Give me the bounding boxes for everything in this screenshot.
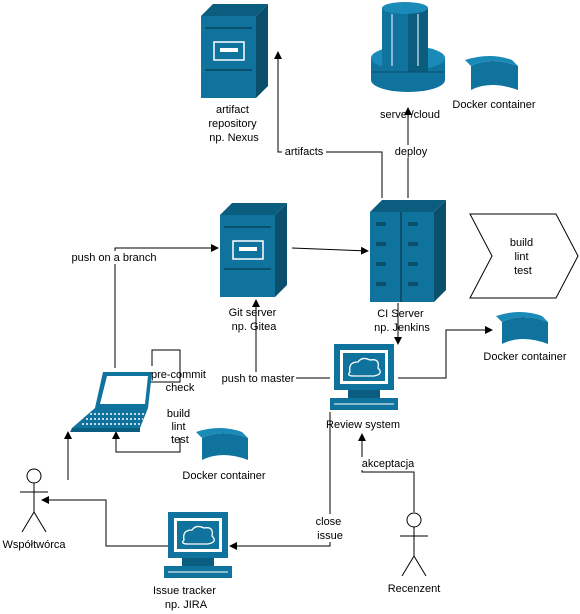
review-system-node: Review system (326, 344, 400, 431)
reviewer-node: Recenzent (388, 512, 441, 595)
review-system-label: Review system (326, 419, 400, 431)
docker-container-bottom-label: Docker container (182, 470, 265, 482)
docker-container-bottom-node: Docker container (182, 428, 266, 482)
edge-label-precommit: pre-commit check (151, 369, 209, 394)
actor-icon (20, 468, 48, 533)
edge-akceptacja (358, 433, 415, 512)
git-server-node: Git server np. Gitea (220, 203, 287, 333)
label-line: np. JIRA (165, 599, 208, 611)
label-line: artifact (216, 104, 249, 116)
docker-container-icon (471, 61, 518, 90)
edge-label-artifacts: artifacts (285, 146, 324, 158)
docker-container-mid-label: Docker container (483, 351, 566, 363)
edge-label-close-issue: close issue (316, 516, 345, 542)
label-line: pre-commit (151, 369, 206, 381)
ci-stages-node: build lint test (469, 213, 579, 299)
label-line: np. Gitea (232, 321, 278, 333)
label-line: lint (171, 421, 185, 433)
label-line: build (510, 237, 533, 249)
label-line: repository (208, 118, 257, 130)
issue-tracker-label: Issue tracker np. JIRA (153, 585, 219, 611)
artifact-repository-node: artifact repository np. Nexus (201, 4, 268, 144)
edge-label-push-master: push to master (222, 373, 295, 385)
edge-git-ci (291, 246, 369, 255)
edge-push-branch (114, 244, 219, 368)
label-line: Issue tracker (153, 585, 216, 597)
artifact-repository-label: artifact repository np. Nexus (208, 104, 259, 144)
laptop-icon (70, 372, 152, 432)
actor-icon (400, 512, 428, 577)
label-line: test (171, 434, 189, 446)
label-line: build (167, 408, 190, 420)
label-line: np. Nexus (209, 132, 259, 144)
edge-labels: artifacts deploy push on a branch push t… (70, 145, 428, 542)
edge-precommit (148, 349, 181, 383)
server-cloud-label: server/cloud (380, 109, 440, 121)
server-rack-icon (370, 200, 446, 302)
label-line: server/cloud (380, 109, 440, 121)
ci-server-node: CI Server np. Jenkins (370, 200, 446, 334)
server-cylinder-icon (371, 2, 445, 92)
ci-server-label: CI Server np. Jenkins (374, 308, 430, 334)
edge-issue-contributor (41, 496, 168, 547)
server-tower-icon (220, 203, 287, 297)
edge-label-deploy: deploy (395, 146, 428, 158)
contributor-label: Współtwórca (3, 539, 67, 551)
workstation-icon (164, 512, 232, 578)
laptop-node (70, 372, 152, 432)
edge-artifacts (274, 51, 383, 198)
ci-stages-chevron (469, 213, 579, 299)
edges (41, 51, 493, 550)
edge-label-local-build: build lint test (167, 408, 193, 446)
ci-stages-label: build lint test (510, 237, 536, 277)
server-cloud-node: server/cloud (371, 2, 445, 121)
server-tower-icon (201, 4, 268, 98)
label-line: Git server (229, 307, 277, 319)
label-line: CI Server (377, 308, 424, 320)
label-line: check (166, 382, 195, 394)
contributor-node: Współtwórca (3, 468, 67, 551)
reviewer-label: Recenzent (388, 583, 441, 595)
label-line: test (514, 265, 532, 277)
edge-label-push-branch: push on a branch (71, 252, 156, 264)
label-line: close (316, 516, 342, 528)
docker-container-icon (202, 433, 248, 460)
edge-review-docker (398, 326, 493, 379)
label-line: np. Jenkins (374, 322, 430, 334)
docker-container-mid-node: Docker container (483, 312, 567, 363)
label-line: lint (514, 251, 528, 263)
workstation-icon (330, 344, 398, 410)
docker-container-top-node: Docker container (452, 56, 536, 111)
git-server-label: Git server np. Gitea (229, 307, 280, 333)
edge-label-akceptacja: akceptacja (362, 458, 415, 470)
edge-local-build (112, 431, 181, 453)
label-line: issue (317, 530, 343, 542)
docker-container-top-label: Docker container (452, 99, 535, 111)
docker-container-icon (502, 317, 548, 344)
edge-close-issue (229, 412, 331, 550)
issue-tracker-node: Issue tracker np. JIRA (153, 512, 232, 611)
